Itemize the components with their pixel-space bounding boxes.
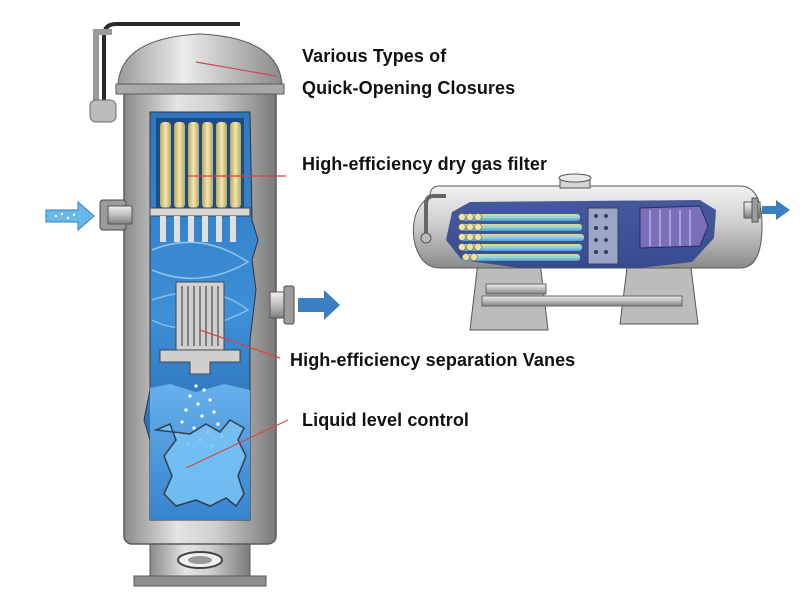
horizontal-separator [412,173,790,331]
label-dry-gas-filter: High-efficiency dry gas filter [302,154,548,174]
gas-outlet-nozzle [269,285,295,325]
flow-outlet-arrow-icon [298,290,340,320]
quick-opening-closure [117,33,283,89]
flow-inlet-arrow-icon [45,200,95,232]
label-closures-line1: Various Types of [302,46,447,66]
leader-lines [185,61,289,469]
vertical-separator [89,22,295,587]
leader-closures [195,61,277,77]
vent-pipe [102,22,240,118]
label-liquid-level-control: Liquid level control [302,410,470,430]
leader-vanes [199,329,281,359]
separation-vanes [159,281,241,375]
gas-inlet-nozzle [99,199,133,231]
dry-gas-filter [149,118,251,242]
label-separation-vanes: High-efficiency separation Vanes [290,350,576,370]
label-closures-line2: Quick-Opening Closures [302,78,516,98]
horizontal-filter-tubes [458,205,709,265]
support-saddle-right [619,259,699,325]
leader-level [185,419,289,469]
horizontal-outlet-arrow-icon [762,200,790,220]
